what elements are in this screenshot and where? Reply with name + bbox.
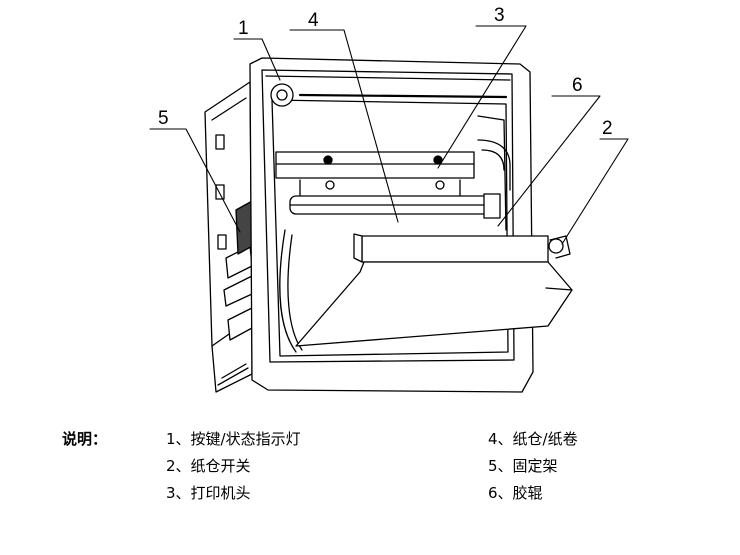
mounting-bracket [204,81,257,393]
paper-flap [295,233,573,347]
callout-leaders [149,25,629,245]
legend-item-bracket: 5、固定架 [488,457,558,475]
legend-item-roller: 6、胶辊 [488,484,543,502]
legend: 说明： 1、按键/状态指示灯 2、纸仓开关 3、打印机头 4、纸仓/纸卷 5、固… [0,420,740,555]
legend-item-print-head: 3、打印机头 [166,484,251,502]
callout-4: 4 [308,10,319,31]
legend-title: 说明： [62,430,108,448]
callout-6: 6 [572,75,583,96]
status-light-button [270,83,508,107]
callout-1: 1 [238,18,249,39]
legend-item-paper-bin: 4、纸仓/纸卷 [488,430,578,448]
callout-3: 3 [494,5,505,26]
callout-5: 5 [158,108,169,129]
printer-diagram: 1 2 3 4 5 6 [149,5,629,393]
callout-2: 2 [602,118,613,139]
rubber-roller [289,193,501,219]
legend-item-status-light: 1、按键/状态指示灯 [166,430,301,448]
legend-item-bin-switch: 2、纸仓开关 [166,457,251,475]
side-detail [477,139,511,191]
